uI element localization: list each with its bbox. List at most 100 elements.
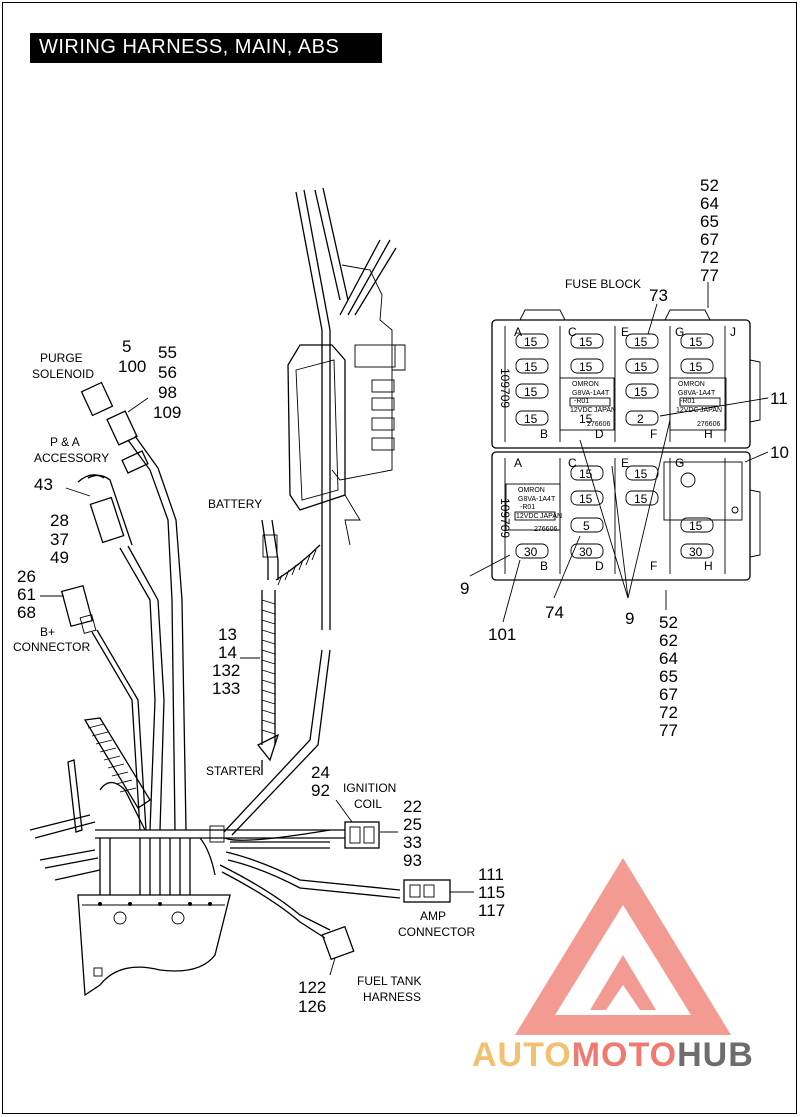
- callout: 65: [700, 212, 719, 231]
- b-plus-connector-label: B+: [40, 625, 55, 639]
- component-labels: PURGE SOLENOID P & A ACCESSORY B+ CONNEC…: [13, 277, 641, 1004]
- relay-suffix: -R01: [520, 504, 535, 511]
- fuse-rating: 15: [689, 519, 703, 533]
- callout: 9: [625, 609, 634, 628]
- callout: 24: [311, 763, 330, 782]
- column-letter: C: [568, 456, 577, 470]
- callout: 28: [50, 511, 69, 530]
- ignition-coil-label: COIL: [354, 797, 382, 811]
- watermark-text: AUTOMOTOHUB: [472, 1036, 754, 1075]
- fuse-rating: 15: [634, 467, 648, 481]
- callout: 67: [659, 685, 678, 704]
- main-harness-drawing: [29, 187, 451, 997]
- callout: 13: [218, 625, 237, 644]
- column-letter: G: [675, 325, 684, 339]
- callout: 62: [659, 631, 678, 650]
- fuse-rating: 15: [634, 360, 648, 374]
- callout: 117: [478, 901, 505, 920]
- fuse-rating: 15: [524, 385, 538, 399]
- starter-label: STARTER: [206, 764, 261, 778]
- column-letter: F: [650, 559, 657, 573]
- callout: 133: [212, 679, 240, 698]
- callout: 132: [212, 661, 240, 680]
- callout: 98: [158, 383, 177, 402]
- callout: 73: [649, 286, 668, 305]
- relay-code: 276606: [587, 421, 610, 428]
- relay-origin: JAPAN: [594, 407, 616, 414]
- column-letter: C: [568, 325, 577, 339]
- callout: 109: [153, 403, 181, 422]
- callout: 52: [700, 176, 719, 195]
- column-letter: J: [730, 325, 736, 339]
- fuse-rating: 15: [524, 412, 538, 426]
- fuse-rating: 15: [634, 385, 648, 399]
- fuse-block-part-number: 109709: [498, 368, 512, 408]
- callout: 74: [545, 603, 564, 622]
- fuel-tank-harness-label: FUEL TANK: [357, 974, 421, 988]
- callout: 55: [158, 343, 177, 362]
- relay-rating: 12VDC: [516, 513, 539, 520]
- purge-solenoid-label: SOLENOID: [32, 367, 94, 381]
- fuse-rating: 30: [524, 545, 538, 559]
- column-letter: B: [540, 559, 548, 573]
- fuse-block-leaders: [469, 282, 769, 623]
- callout: 56: [158, 363, 177, 382]
- fuse-rating: 5: [583, 519, 590, 533]
- page-title: WIRING HARNESS, MAIN, ABS: [39, 36, 340, 58]
- fuse-rating: 15: [689, 335, 703, 349]
- callout: 25: [403, 815, 422, 834]
- fuse-rating: 15: [524, 335, 538, 349]
- ignition-coil-label: IGNITION: [343, 781, 396, 795]
- fuse-rating: 15: [634, 492, 648, 506]
- callout: 92: [311, 781, 330, 800]
- callout: 115: [478, 883, 505, 902]
- fuse-rating: 15: [579, 335, 593, 349]
- fuse-upper-group: [515, 333, 714, 426]
- fuse-rating: 15: [579, 412, 593, 426]
- callout: 100: [118, 357, 146, 376]
- watermark-part: MOTO: [571, 1036, 678, 1074]
- callout: 26: [17, 567, 36, 586]
- callout: 77: [700, 266, 719, 285]
- relay-origin: JAPAN: [700, 407, 722, 414]
- watermark-logo-icon: [515, 858, 731, 1035]
- column-letter: G: [675, 456, 684, 470]
- relay-code: 276606: [534, 526, 557, 533]
- column-letter: D: [595, 559, 604, 573]
- callout: 64: [700, 194, 719, 213]
- relay-model: G8VA-1A4T: [518, 496, 556, 503]
- callout: 64: [659, 649, 678, 668]
- fuse-rating: 30: [689, 545, 703, 559]
- purge-solenoid-label: PURGE: [40, 351, 83, 365]
- callout-numbers: 5 100 55 56 98 109 43 28 37 49 26 61 68 …: [17, 176, 789, 1016]
- callout: 14: [218, 643, 237, 662]
- callout: 72: [659, 703, 678, 722]
- fuse-block-part-number: 109709: [498, 498, 512, 538]
- relay-rating: 12VDC: [676, 407, 699, 414]
- relay-code: 276606: [697, 421, 720, 428]
- relay-brand: OMRON: [572, 381, 599, 388]
- column-letter: H: [704, 559, 713, 573]
- amp-connector-label: CONNECTOR: [398, 925, 475, 939]
- callout: 67: [700, 230, 719, 249]
- fuse-rating: 15: [524, 360, 538, 374]
- fuel-tank-harness-label: HARNESS: [363, 990, 421, 1004]
- relay-suffix: -R01: [574, 398, 589, 405]
- column-letter: H: [704, 427, 713, 441]
- fuse-rating: 15: [689, 360, 703, 374]
- callout: 93: [403, 851, 422, 870]
- column-letter: A: [514, 456, 522, 470]
- callout: 5: [122, 337, 131, 356]
- column-letter: E: [621, 456, 629, 470]
- title-bar: WIRING HARNESS, MAIN, ABS: [30, 33, 382, 63]
- callout: 10: [770, 443, 789, 462]
- callout: 11: [770, 389, 788, 408]
- relay-origin: JAPAN: [540, 513, 562, 520]
- pa-accessory-label: P & A: [50, 435, 80, 449]
- callout: 111: [478, 865, 504, 884]
- fuse-rating: 15: [579, 360, 593, 374]
- battery-label: BATTERY: [208, 497, 262, 511]
- column-letter: F: [650, 427, 657, 441]
- fuse-rating: 30: [579, 545, 593, 559]
